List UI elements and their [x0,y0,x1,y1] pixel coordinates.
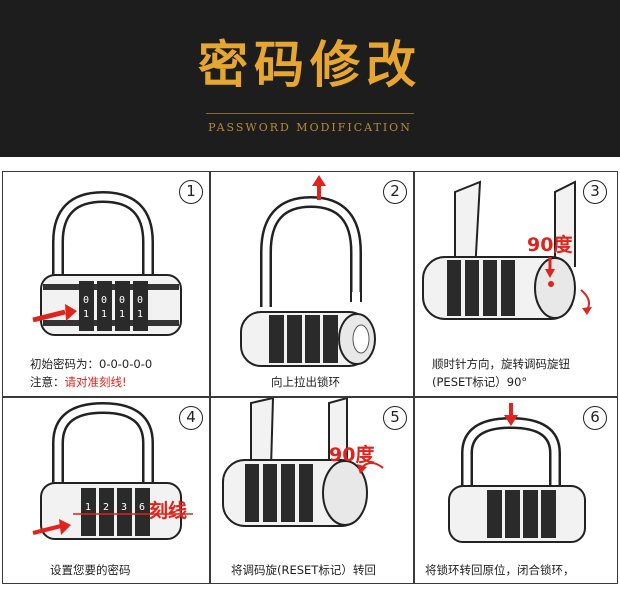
svg-text:1: 1 [101,309,107,320]
padlock-set-illustration: 1 2 3 6 [3,398,210,584]
step-3-caption-line1: 顺时针方向，旋转调码旋钮 [432,356,570,373]
step-number-badge: 4 [179,406,203,430]
step-panel-2: 2 向上拉出锁环 [210,171,414,397]
note-warning: 请对准刻线! [65,375,127,389]
svg-text:0: 0 [83,295,89,306]
svg-text:6: 6 [139,502,145,513]
step-panel-4: 1 2 3 6 4 刻线 设置您要的密码 [2,397,210,584]
step-2-caption: 向上拉出锁环 [271,374,340,391]
step-5-caption: 将调码旋(RESET标记）转回 [231,562,376,579]
page-title: 密码修改 [0,34,620,96]
rotation-annotation: 90度 [329,440,374,467]
padlock-open-illustration [211,172,414,397]
svg-text:1: 1 [137,309,143,320]
step-1-caption-line1: 初始密码为：0-0-0-0-0 [30,356,152,373]
step-1-caption-note: 注意：请对准刻线! [30,374,127,391]
header-banner: 密码修改 PASSWORD MODIFICATION [0,0,620,157]
step-4-caption: 设置您要的密码 [50,562,131,579]
step-3-caption-line2: (PESET标记）90° [432,374,527,391]
svg-text:1: 1 [83,309,89,320]
note-label: 注意： [30,375,65,389]
step-number-badge: 5 [383,406,407,430]
svg-text:1: 1 [85,502,91,513]
step-6-caption: 将锁环转回原位，闭合锁环， [425,562,575,579]
step-panel-1: 0 0 0 0 1 1 1 1 1 初始密码为：0-0-0-0-0 注意：请对准刻线! [2,171,210,397]
page-subtitle: PASSWORD MODIFICATION [0,121,620,134]
svg-text:2: 2 [103,502,109,513]
step-panel-5: 5 90度 将调码旋(RESET标记）转回 [210,397,414,584]
step-number-badge: 3 [583,180,607,204]
svg-text:3: 3 [121,502,127,513]
step-number-badge: 6 [583,406,607,430]
svg-text:1: 1 [119,309,125,320]
svg-text:0: 0 [119,295,125,306]
step-panel-6: 6 将锁环转回原位，闭合锁环， [414,397,618,584]
svg-text:0: 0 [101,295,107,306]
step-number-badge: 2 [383,180,407,204]
padlock-reset-illustration [211,398,414,584]
rotation-annotation: 90度 [527,230,572,257]
step-panel-3: 3 90度 顺时针方向，旋转调码旋钮 (PESET标记）90° [414,171,618,397]
title-divider [206,113,414,114]
step-number-badge: 1 [179,180,203,204]
svg-text:0: 0 [137,295,143,306]
mark-line-annotation: 刻线 [149,496,187,523]
